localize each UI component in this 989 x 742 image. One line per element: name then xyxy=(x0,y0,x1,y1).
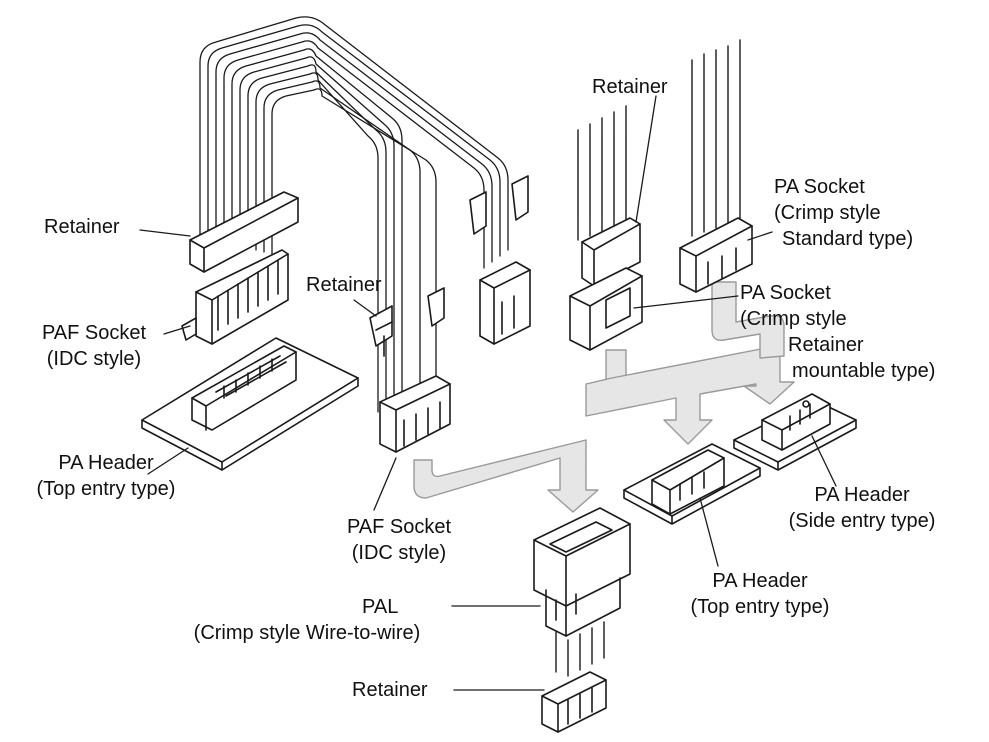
label-paf-socket-mid: PAF Socket (IDC style) xyxy=(346,516,452,564)
label-pal: PAL (Crimp style Wire-to-wire) xyxy=(193,596,421,644)
label-pa-socket-retainer-mountable: PA Socket (Crimp style Retainer mountabl… xyxy=(740,282,936,382)
flow-arrow-left xyxy=(413,439,599,513)
wire-harness-loop xyxy=(199,16,509,413)
paf-socket-idc-mid xyxy=(369,287,451,453)
label-retainer-bottom: Retainer xyxy=(352,679,428,701)
flow-arrow-right-drop xyxy=(711,281,785,359)
leader-lines xyxy=(139,95,837,691)
pa-header-top-entry-left xyxy=(141,337,359,471)
retainer-bottom xyxy=(541,671,607,733)
flow-arrows xyxy=(413,281,795,513)
pa-socket-loop-end xyxy=(469,175,531,345)
pal-crimp-wire-to-wire xyxy=(533,507,631,677)
label-retainer-mid: Retainer xyxy=(306,274,382,296)
pa-socket-standard xyxy=(679,39,753,293)
pa-header-side-entry xyxy=(733,393,857,471)
label-pa-socket-standard: PA Socket (Crimp style Standard type) xyxy=(774,176,914,250)
pa-header-top-entry-right xyxy=(623,443,761,525)
paf-socket-idc-left xyxy=(181,191,299,345)
pa-socket-retainer-mountable xyxy=(569,105,643,351)
label-pa-header-top-entry-right: PA Header (Top entry type) xyxy=(690,570,830,618)
label-pa-header-side-entry: PA Header (Side entry type) xyxy=(788,484,936,532)
label-retainer-left: Retainer xyxy=(44,216,120,238)
label-pa-header-top-entry-left: PA Header (Top entry type) xyxy=(36,452,176,500)
label-retainer-top: Retainer xyxy=(592,76,668,98)
label-paf-socket-left: PAF Socket (IDC style) xyxy=(41,322,147,370)
